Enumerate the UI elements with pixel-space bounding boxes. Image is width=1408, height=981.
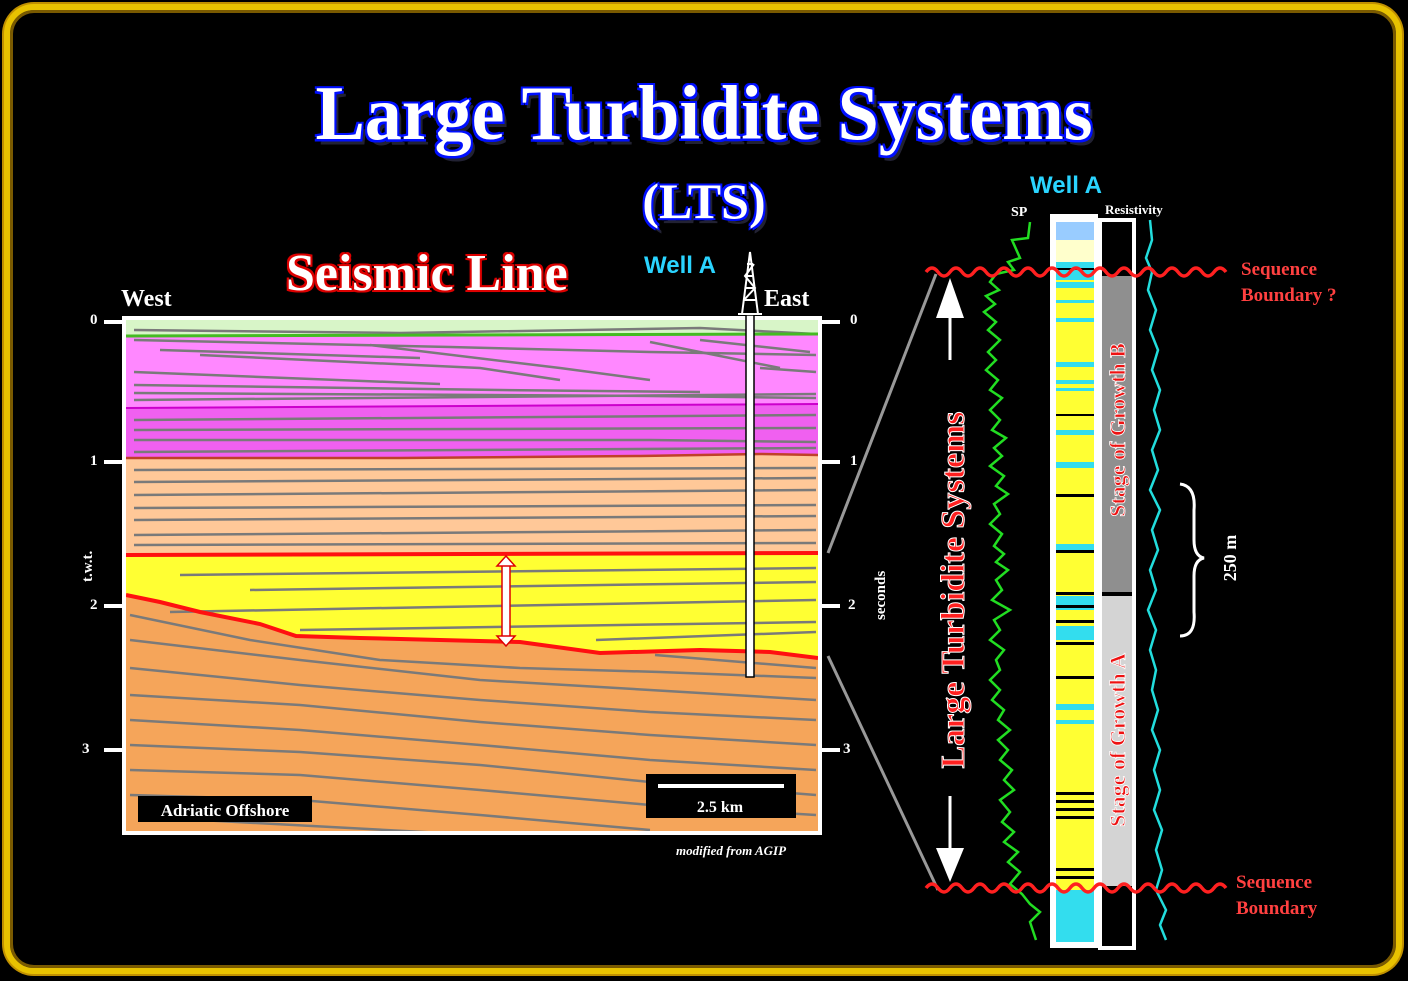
scale-bar-box (646, 774, 796, 818)
sequence-boundary-top-line (924, 266, 1228, 278)
east-label: East (764, 286, 810, 312)
left-tick-1: 1 (90, 453, 98, 469)
sequence-boundary-bottom-line (924, 882, 1228, 894)
left-tick-2: 2 (90, 597, 98, 613)
base-sequence-boundary-seismic (126, 593, 818, 660)
slide-title: Large Turbidite Systems (315, 70, 1093, 158)
seismic-well-label: Well A (644, 252, 717, 279)
seismic-reflectors (129, 326, 817, 831)
sp-curve (981, 221, 1042, 941)
right-tick-3: 3 (843, 741, 851, 757)
seismic-line-heading: Seismic Line (286, 245, 568, 302)
derrick-icon (738, 251, 762, 315)
left-tick-3: 3 (82, 741, 90, 757)
seq-top-line1: Sequence (1241, 259, 1317, 280)
seq-bottom-line2: Boundary (1236, 898, 1318, 919)
well-borehole (745, 314, 755, 678)
location-label: Adriatic Offshore (161, 801, 290, 820)
left-tick-0: 0 (90, 312, 98, 328)
slide-subtitle: (LTS) (642, 173, 766, 229)
resistivity-curve (1144, 219, 1168, 941)
right-tick-0: 0 (850, 312, 858, 328)
sequence-boundary-bottom: Sequence Boundary (1236, 870, 1317, 922)
lts-vertical-label: Large Turbidite Systems (935, 411, 972, 768)
thickness-label: 250 m (1220, 535, 1240, 582)
right-tick-1: 1 (850, 453, 858, 469)
stage-a-fill (1102, 596, 1132, 886)
axis-ticks (104, 320, 840, 752)
magenta-base-horizon (126, 452, 818, 460)
sequence-boundary-top: Sequence Boundary ? (1241, 257, 1337, 309)
right-tick-2: 2 (848, 597, 856, 613)
zoom-connectors (826, 273, 940, 891)
location-box (138, 796, 312, 822)
green-horizon (126, 332, 818, 338)
stage-b-fill (1102, 276, 1132, 592)
sp-label: SP (1011, 205, 1028, 220)
log-well-label: Well A (1030, 172, 1103, 199)
lithology-column (1056, 222, 1094, 942)
lts-arrow (936, 278, 964, 882)
seismic-frame (122, 316, 822, 835)
seq-bottom-line1: Sequence (1236, 872, 1312, 893)
seq-top-line2: Boundary ? (1241, 285, 1337, 306)
credit-note: modified from AGIP (676, 843, 787, 858)
stage-a-label: Stage of Growth A (1105, 653, 1130, 827)
scale-bar (658, 784, 784, 788)
seismic-section (126, 320, 818, 831)
resistivity-label: Resistivity (1105, 202, 1163, 217)
thickness-brace (1179, 482, 1205, 638)
stage-b-label: Stage of Growth B (1105, 343, 1130, 517)
top-sequence-boundary-seismic (126, 551, 818, 557)
scale-bar-label: 2.5 km (697, 799, 744, 816)
seismic-thickness-arrow (495, 554, 517, 648)
west-label: West (121, 286, 172, 312)
